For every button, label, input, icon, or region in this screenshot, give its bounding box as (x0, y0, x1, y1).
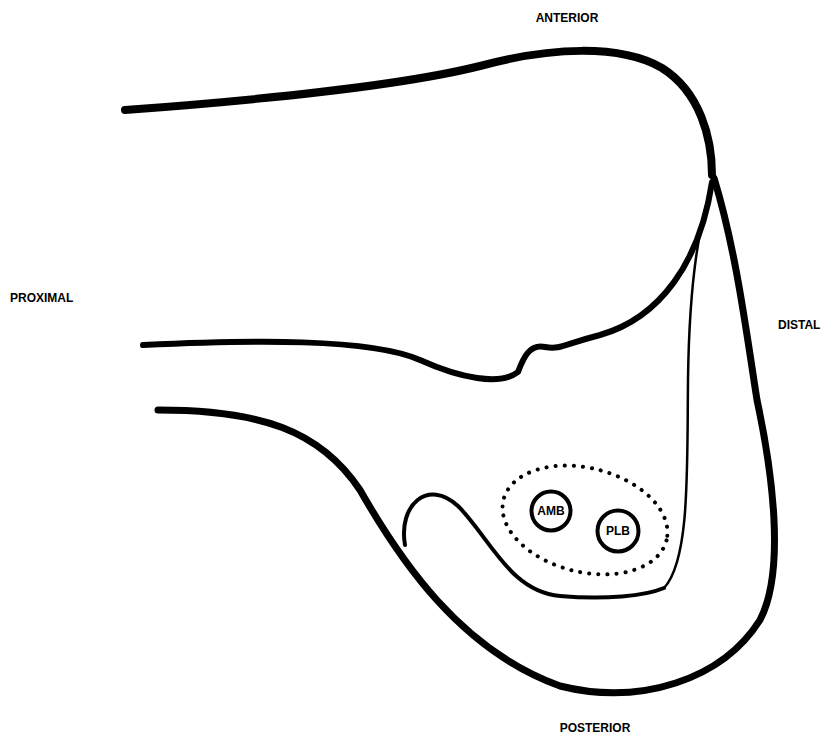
notch-roof-line (664, 186, 712, 588)
trochlear-line (143, 182, 712, 379)
bundle-label: PLB (606, 524, 630, 538)
bundle-circle: AMB (529, 489, 573, 533)
acl-footprint-outline (491, 449, 679, 591)
direction-label: PROXIMAL (10, 291, 73, 305)
direction-label: POSTERIOR (560, 721, 631, 735)
bundle-label: AMB (537, 504, 564, 518)
bundle-circle-outline (598, 511, 639, 552)
bundle-circle-outline (532, 492, 571, 531)
anterior-cortex (125, 51, 712, 175)
direction-label: DISTAL (778, 318, 820, 332)
bundle-circle: PLB (595, 508, 641, 554)
direction-label: ANTERIOR (536, 11, 599, 25)
condyle-outline (158, 178, 774, 693)
